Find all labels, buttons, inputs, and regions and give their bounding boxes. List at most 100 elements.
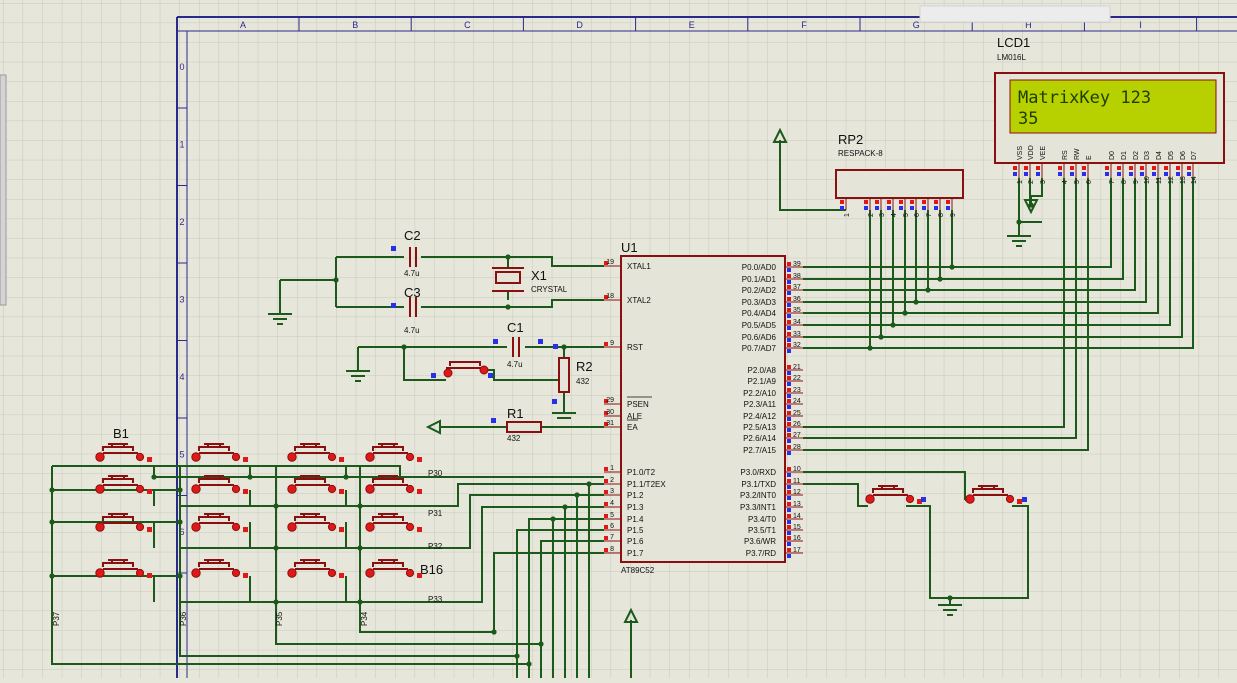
mcu-pin-name-3: P1.2 — [627, 491, 644, 500]
mcu-pin-num-21: 21 — [793, 364, 801, 371]
r2-value: 432 — [576, 377, 590, 386]
mcu-pin-name-36: P0.3/AD3 — [742, 298, 777, 307]
left-scrollbar[interactable] — [0, 74, 7, 306]
keypad-button-15[interactable] — [287, 559, 344, 578]
row-net-1: P31 — [428, 509, 443, 518]
capacitor-c2[interactable]: C2 4.7u — [391, 228, 421, 278]
crystal-x1[interactable]: X1 CRYSTAL — [492, 267, 568, 294]
keypad-button-9[interactable] — [95, 513, 152, 532]
row-net-0: P30 — [428, 469, 443, 478]
lcd-pin-num-1: 1 — [1017, 180, 1024, 184]
resistor-r2[interactable]: R2 432 — [552, 357, 593, 404]
frame-row-label-1: 1 — [179, 140, 184, 150]
keypad-button-5[interactable] — [95, 475, 152, 494]
lcd-module[interactable]: LCD1 LM016L MatrixKey 123 35 VSS1VDD2VEE… — [994, 35, 1225, 184]
lcd-pin-name-6: E — [1086, 155, 1093, 160]
col-net-3: P34 — [360, 611, 369, 626]
keypad-button-6[interactable] — [191, 475, 248, 494]
mcu-pin-name-33: P0.6/AD6 — [742, 333, 777, 342]
junction-dot — [401, 344, 407, 350]
frame-col-label-d: D — [576, 20, 583, 30]
mcu-pin-num-17: 17 — [793, 547, 801, 554]
mcu-pin-num-34: 34 — [793, 319, 801, 326]
lcd-model: LM016L — [997, 53, 1026, 62]
x1-ref: X1 — [531, 268, 547, 283]
mcu-pin-num-7: 7 — [610, 534, 614, 541]
keypad-button-10[interactable] — [191, 513, 248, 532]
keypad-button-14[interactable] — [191, 559, 248, 578]
junction-dot — [505, 304, 511, 310]
capacitor-c3[interactable]: C3 4.7u — [391, 285, 421, 335]
rp2-pin-num-5: 5 — [903, 213, 910, 217]
mcu-pin-num-5: 5 — [610, 512, 614, 519]
keypad-button-1[interactable] — [95, 443, 152, 462]
rp2-model: RESPACK-8 — [838, 149, 883, 158]
ground-symbol-5 — [938, 604, 962, 616]
capacitor-c1[interactable]: C1 4.7u — [493, 320, 558, 369]
c3-ref: C3 — [404, 285, 421, 300]
lcd-pin-num-4: 4 — [1062, 180, 1069, 184]
keypad-button-16[interactable] — [365, 559, 422, 578]
resistor-r1[interactable]: R1 432 — [491, 406, 542, 443]
lcd-pin-name-12: D5 — [1168, 151, 1175, 160]
p3-0-button[interactable] — [865, 485, 922, 504]
junction-dot — [1028, 202, 1034, 208]
ground-symbol-3 — [552, 412, 576, 419]
reset-button[interactable] — [431, 361, 493, 378]
power-arrow-1 — [772, 127, 788, 143]
mcu-pin-name-8: P1.7 — [627, 549, 644, 558]
junction-dot — [177, 519, 183, 525]
junction-dot — [357, 599, 363, 605]
p3-switches[interactable] — [865, 485, 1027, 504]
keypad-button-12[interactable] — [365, 513, 422, 532]
mcu-pin-name-31: EA — [627, 423, 638, 432]
lcd-pin-name-7: D0 — [1109, 151, 1116, 160]
mcu-pin-num-9: 9 — [610, 340, 614, 347]
junction-dot — [550, 516, 556, 522]
junction-dot — [505, 254, 511, 260]
mcu-body — [620, 255, 786, 563]
frame-row-label-0: 0 — [179, 62, 184, 72]
lcd-pin-name-14: D7 — [1191, 151, 1198, 160]
keypad-button-11[interactable] — [287, 513, 344, 532]
rp2-pin-num-4: 4 — [891, 213, 898, 217]
mcu-pin-name-17: P3.7/RD — [746, 549, 776, 558]
rp2-pin-num-3: 3 — [879, 213, 886, 217]
lcd-pin-name-9: D2 — [1133, 151, 1140, 160]
mcu-pin-num-14: 14 — [793, 513, 801, 520]
mcu-pin-num-2: 2 — [610, 477, 614, 484]
junction-dot — [151, 474, 157, 480]
power-arrow-4 — [623, 607, 639, 623]
mcu-pin-name-13: P3.3/INT1 — [740, 503, 777, 512]
keypad-button-2[interactable] — [191, 443, 248, 462]
keypad-button-13[interactable] — [95, 559, 152, 578]
junction-dot — [561, 344, 567, 350]
mcu-pin-num-3: 3 — [610, 488, 614, 495]
mcu-pin-name-12: P3.2/INT0 — [740, 491, 777, 500]
keypad-button-3[interactable] — [287, 443, 344, 462]
keypad-button-4[interactable] — [365, 443, 422, 462]
p3-1-button[interactable] — [965, 485, 1022, 504]
frame-col-label-e: E — [689, 20, 695, 30]
mcu-pin-name-34: P0.5/AD5 — [742, 321, 777, 330]
keypad-matrix[interactable]: B1 B16 P30 P31 P32 P33 P37 P36 P35 P34 — [52, 426, 443, 626]
lcd-pin-num-5: 5 — [1074, 180, 1081, 184]
lcd-pin-name-10: D3 — [1144, 151, 1151, 160]
keypad-last-label: B16 — [420, 562, 443, 577]
junction-dot — [902, 310, 908, 316]
mcu-pin-num-27: 27 — [793, 432, 801, 439]
lcd-pin-name-1: VSS — [1017, 146, 1024, 160]
mcu-pin-num-31: 31 — [606, 420, 614, 427]
mcu-pin-name-10: P3.0/RXD — [740, 468, 776, 477]
keypad-button-7[interactable] — [287, 475, 344, 494]
mcu-pin-name-27: P2.6/A14 — [743, 434, 776, 443]
rp2-body — [835, 169, 964, 199]
keypad-button-8[interactable] — [365, 475, 422, 494]
mcu-pin-num-10: 10 — [793, 466, 801, 473]
